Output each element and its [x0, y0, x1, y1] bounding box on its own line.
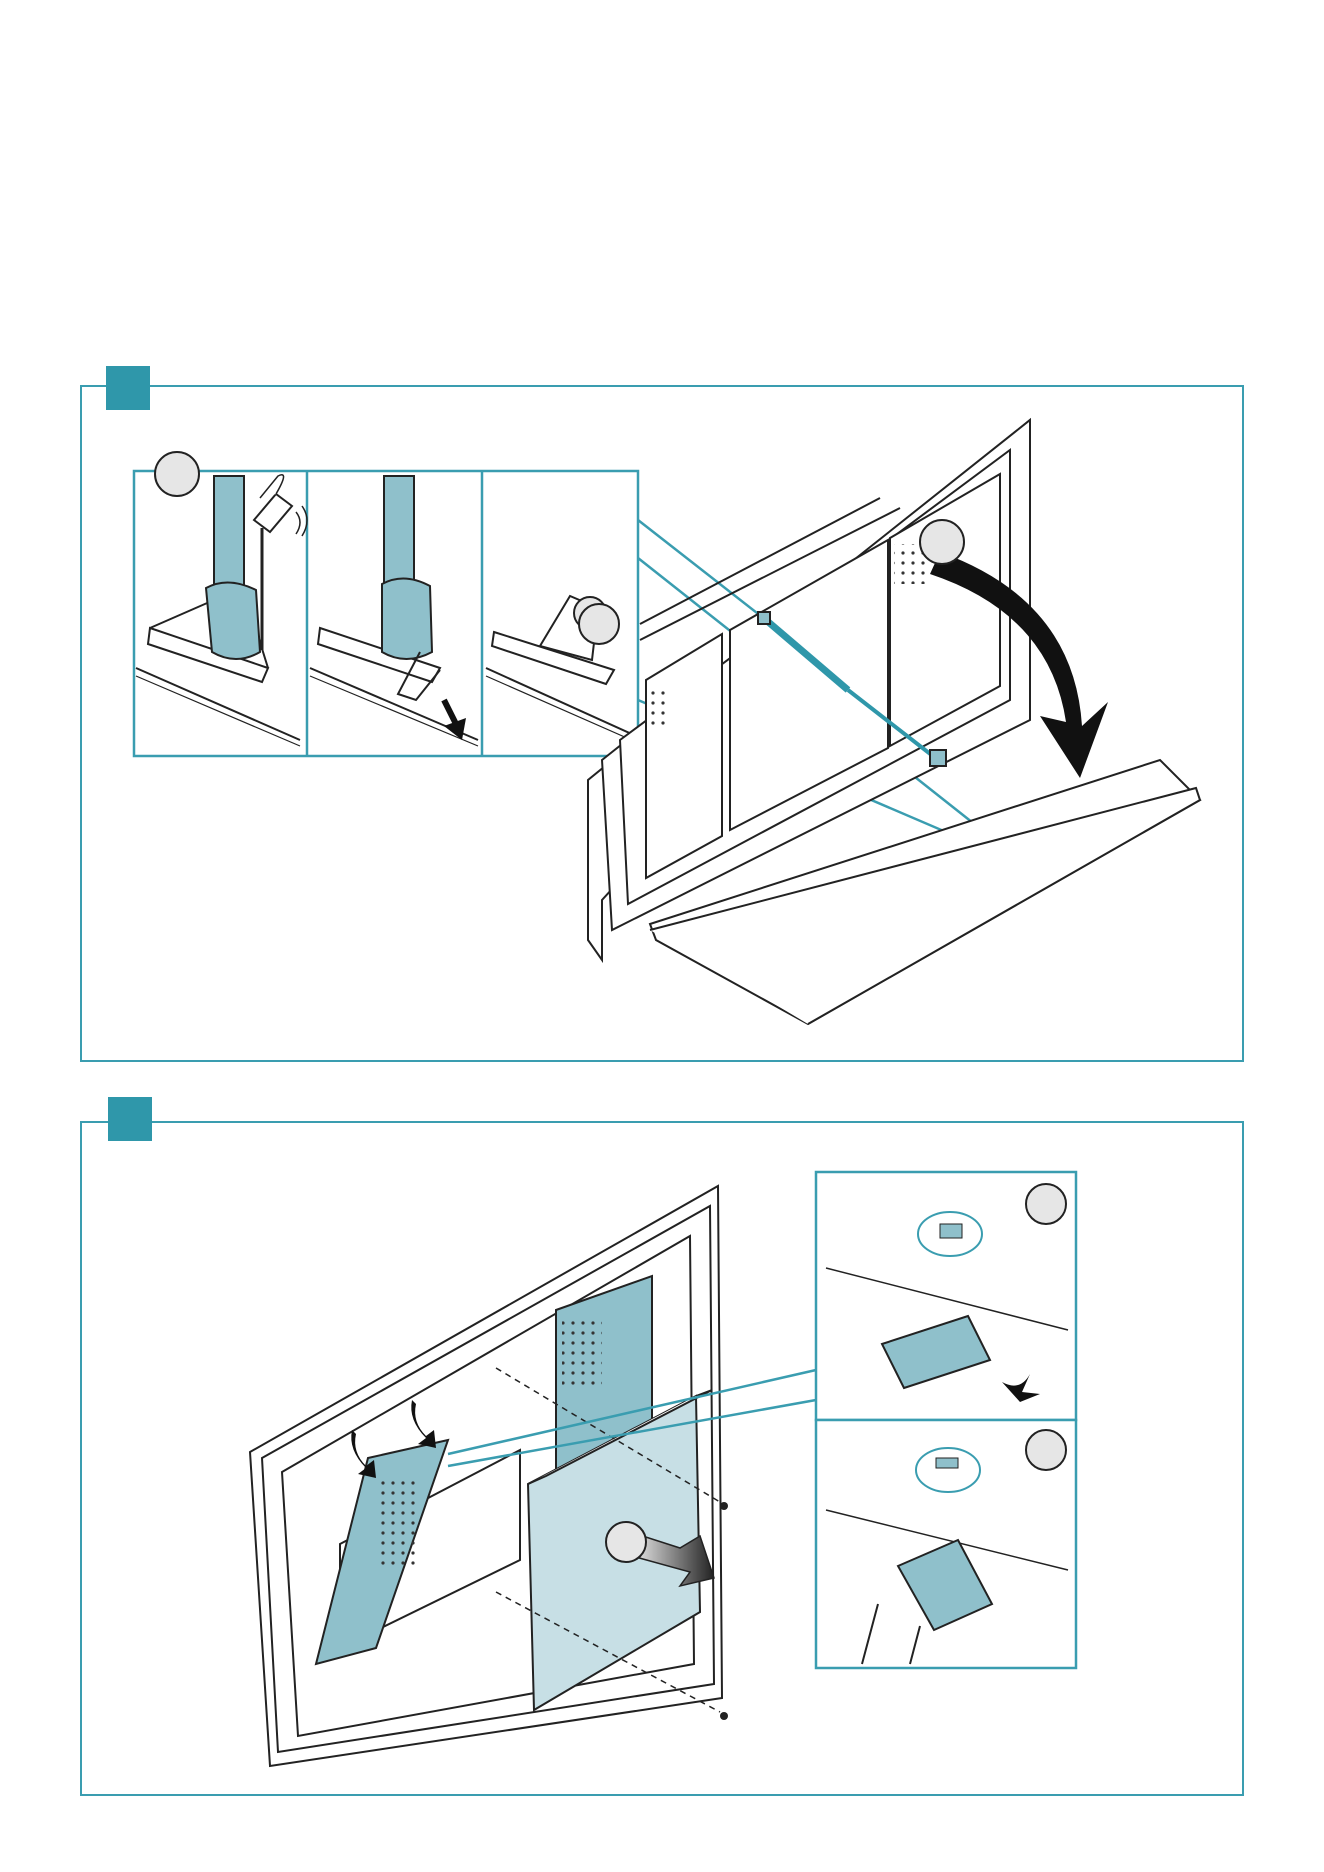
detail-box-bottom-1 [816, 1172, 1076, 1420]
hood-illustration-bottom [250, 1186, 722, 1766]
badge-sub-1 [155, 452, 199, 496]
badge-callout-strut [920, 520, 964, 564]
badge-callout-panel [606, 1522, 646, 1562]
detail-box-bottom-2 [816, 1420, 1076, 1668]
badge-callout-bracket [579, 604, 619, 644]
hood-illustration-top [588, 420, 1200, 1024]
